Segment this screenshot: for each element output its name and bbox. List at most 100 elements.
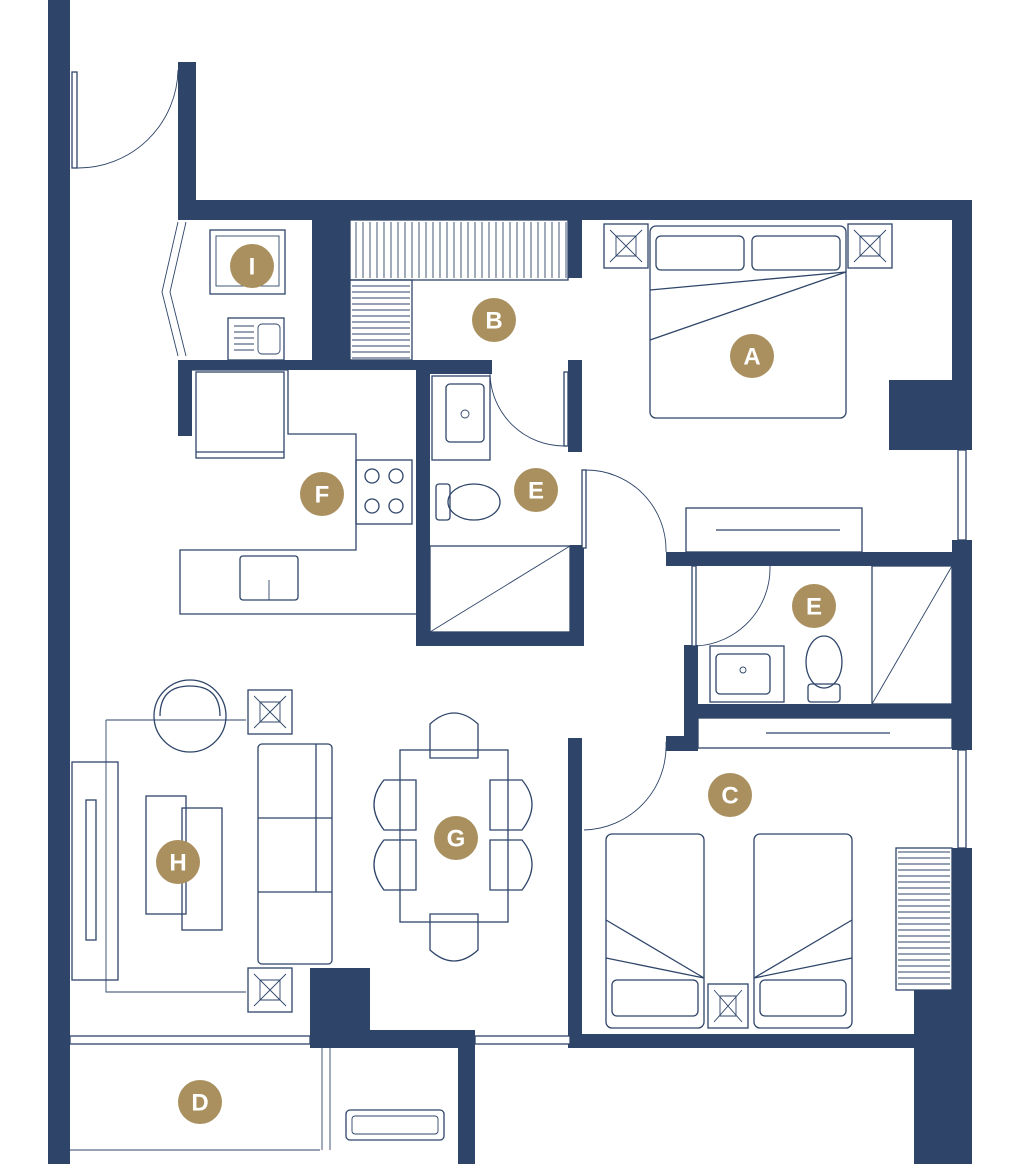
dining-chair-left-1 (373, 779, 417, 831)
svg-text:F: F (315, 482, 330, 509)
single-bed-left (605, 833, 705, 1029)
svg-text:I: I (249, 254, 256, 281)
balcony-glazing (69, 1035, 311, 1045)
single-bed-right (753, 833, 853, 1029)
dining-chair-bottom (429, 913, 479, 962)
bathroom-1 (429, 375, 571, 633)
bath1-shower-diagonal (429, 545, 571, 633)
svg-text:D: D (191, 1090, 208, 1117)
armchair (153, 679, 227, 753)
wall-north (178, 200, 972, 220)
bath1-shower (429, 545, 571, 633)
side-table-top (247, 689, 293, 735)
living-glazing (474, 1035, 571, 1045)
wall-bath2-stub (666, 736, 696, 751)
bedroom-c-wardrobe-slats (898, 851, 950, 985)
wall-bedroom-c-west (568, 738, 582, 1048)
dining-chair-right-2 (489, 839, 533, 891)
wall-east-lower (952, 848, 972, 993)
room-marker-a: A (730, 334, 774, 378)
wall-bath2-west (684, 645, 698, 751)
wall-bath1-north (416, 360, 492, 374)
burner-3 (364, 498, 380, 514)
laundry-sink-basin (257, 323, 281, 355)
side-table-bottom (247, 967, 293, 1013)
double-bed-sheet (649, 271, 847, 341)
wall-storage-top (310, 1030, 475, 1048)
svg-text:H: H (169, 850, 186, 877)
svg-text:A: A (743, 344, 760, 371)
wall-closet-end (568, 218, 582, 278)
bedside-table-c (707, 983, 749, 1029)
closet-rail-left (349, 279, 413, 361)
window-east-b (957, 749, 967, 849)
bedside-table-a-right (847, 223, 893, 269)
wall-bath2-north (666, 552, 972, 566)
dining-chair-top (429, 712, 479, 759)
column-entry (312, 218, 350, 366)
bedroom-c-door-swing (583, 741, 667, 831)
wall-kitchen-north (178, 360, 416, 370)
column-east-upper (889, 380, 972, 450)
bedside-lamp-c (713, 989, 743, 1023)
room-marker-e-bath1: E (514, 468, 558, 512)
bath2-basin (715, 653, 771, 695)
bath2-shower-diagonal (871, 565, 953, 705)
washing-machine (209, 229, 286, 295)
room-marker-g: G (434, 816, 478, 860)
bath2-door-leaf (691, 565, 697, 647)
svg-text:B: B (485, 308, 502, 335)
sofa (257, 743, 333, 965)
tv (85, 799, 97, 941)
cooktop (355, 459, 413, 525)
closet-slats (355, 222, 567, 278)
bedroom-c (605, 717, 953, 1029)
water-heater-inner (351, 1115, 439, 1135)
single-bed-right-pillow (759, 979, 847, 1017)
walls (48, 0, 972, 1164)
bathroom-2 (709, 565, 953, 705)
window-east-a (957, 449, 967, 541)
utility-closet (345, 1109, 445, 1141)
burner-4 (388, 498, 404, 514)
room-marker-e-bath2: E (792, 584, 836, 628)
bath1-door-leaf (563, 371, 569, 447)
bedroom-a-dresser (685, 507, 863, 553)
bath1-toilet-tank (435, 483, 451, 521)
bedroom-c-shelf (697, 717, 953, 749)
dining-chair-left-2 (373, 839, 417, 891)
dining-area (373, 712, 533, 962)
burner-1 (364, 468, 380, 484)
wall-west-outer (48, 0, 70, 1164)
bedroom-a-door-swing (585, 469, 667, 553)
room-marker-i: I (230, 244, 274, 288)
side-lamp-top (253, 695, 287, 729)
refrigerator (195, 371, 285, 459)
double-bed (649, 225, 847, 419)
room-markers: A B C D E E F G H I (156, 244, 836, 1124)
single-bed-right-sheet (753, 919, 853, 979)
bath2-shower (871, 565, 953, 705)
wall-storage-east (458, 1030, 475, 1164)
bath2-vanity (709, 645, 785, 703)
pillow-left (655, 235, 745, 271)
pillow-right (751, 235, 841, 271)
bedside-table-a-left (603, 223, 649, 269)
svg-text:G: G (447, 826, 466, 853)
svg-text:C: C (721, 783, 738, 810)
bath1-toilet-bowl (447, 483, 501, 521)
dining-table (399, 749, 509, 923)
column-southeast (914, 990, 972, 1164)
svg-text:E: E (806, 594, 822, 621)
entry-door-leaf (71, 71, 78, 169)
bedside-lamp-a-left (609, 229, 643, 263)
living-area (71, 679, 333, 1013)
water-heater (345, 1109, 445, 1141)
armchair-back (159, 685, 221, 717)
svg-text:E: E (528, 478, 544, 505)
bedside-lamp-a-right (853, 229, 887, 263)
room-marker-f: F (300, 472, 344, 516)
wall-entry-jamb (178, 62, 196, 220)
room-marker-h: H (156, 840, 200, 884)
